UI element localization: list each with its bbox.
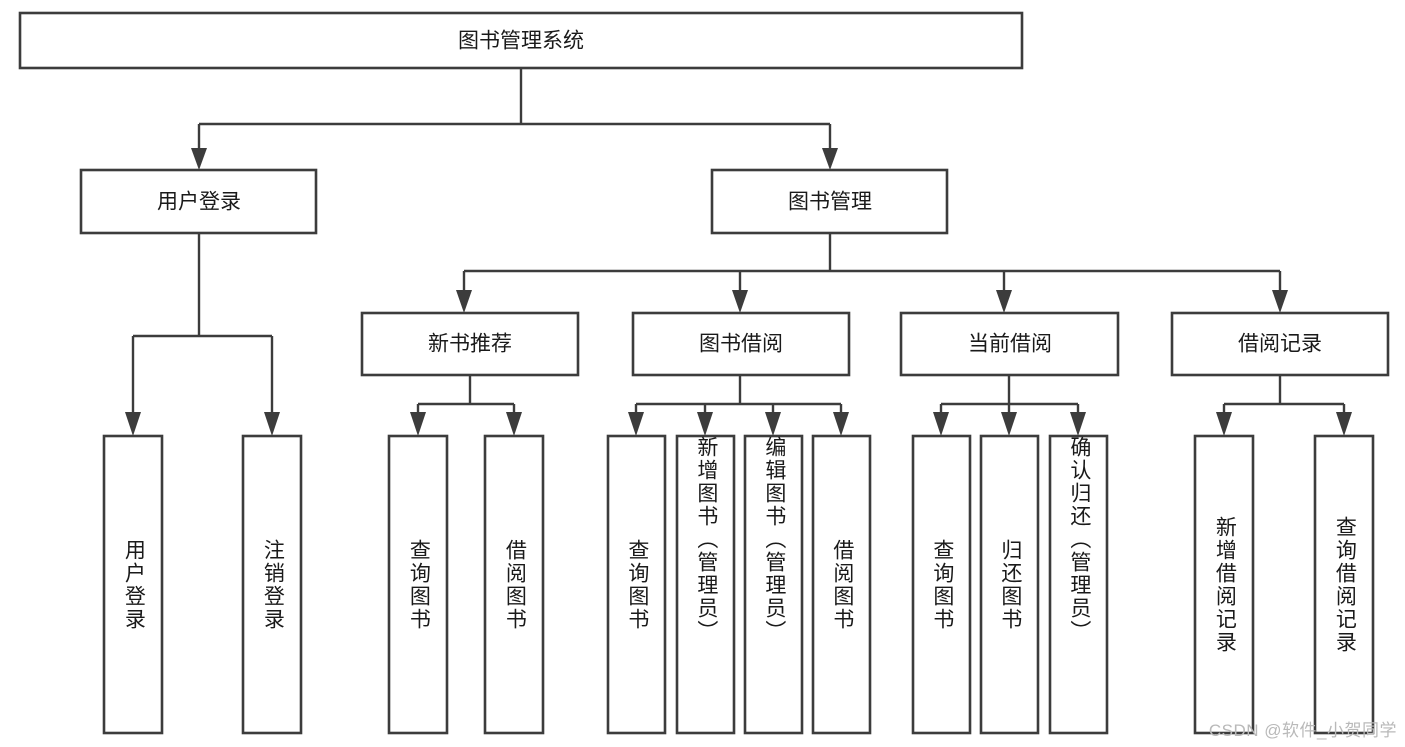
current-borrow-box[interactable] bbox=[899, 311, 1120, 377]
arrow-br-leaf2 bbox=[1336, 412, 1352, 436]
book-manage-box[interactable] bbox=[710, 168, 949, 235]
arrow-book-manage bbox=[822, 148, 838, 170]
node-borrow-record[interactable]: 借阅记录 bbox=[1170, 311, 1390, 377]
connectors-current-borrow-to-leaves bbox=[933, 375, 1086, 436]
leaf-box-cb-return-book[interactable] bbox=[979, 434, 1040, 735]
node-book-manage[interactable]: 图书管理 bbox=[710, 168, 949, 235]
node-new-book-recommend[interactable]: 新书推荐 bbox=[360, 311, 580, 377]
leaf-box-cb-confirm-return[interactable] bbox=[1048, 434, 1109, 735]
new-book-recommend-label: 新书推荐 bbox=[428, 333, 512, 356]
watermark: CSDN @软件_小贺同学 bbox=[1208, 721, 1397, 740]
arrow-bb-leaf3 bbox=[765, 412, 781, 436]
book-borrow-box[interactable] bbox=[631, 311, 851, 377]
arrow-book-borrow bbox=[732, 290, 748, 313]
node-current-borrow[interactable]: 当前借阅 bbox=[899, 311, 1120, 377]
leaf-box-bb-edit-book[interactable] bbox=[743, 434, 804, 735]
leaf-box-br-query-record[interactable] bbox=[1313, 434, 1375, 735]
arrow-new-book bbox=[456, 290, 472, 313]
leaf-boxes-new-book bbox=[387, 434, 545, 735]
leaf-box-bb-borrow-book[interactable] bbox=[811, 434, 872, 735]
arrow-nb-leaf2 bbox=[506, 412, 522, 436]
arrow-borrow-record bbox=[1272, 290, 1288, 313]
book-borrow-label: 图书借阅 bbox=[699, 333, 783, 356]
leaf-box-nb-query-book[interactable] bbox=[387, 434, 449, 735]
leaf-boxes-borrow-record bbox=[1193, 434, 1375, 735]
book-manage-label: 图书管理 bbox=[788, 191, 872, 214]
connectors-new-book-to-leaves bbox=[410, 375, 522, 436]
leaf-box-bb-add-book[interactable] bbox=[675, 434, 736, 735]
leaf-box-nb-borrow-book[interactable] bbox=[483, 434, 545, 735]
arrow-leaf-logout bbox=[264, 412, 280, 436]
arrow-cb-leaf1 bbox=[933, 412, 949, 436]
arrow-bb-leaf2 bbox=[697, 412, 713, 436]
leaf-box-bb-query-book[interactable] bbox=[606, 434, 667, 735]
arrow-br-leaf1 bbox=[1216, 412, 1232, 436]
leaf-boxes-current-borrow bbox=[911, 434, 1109, 735]
leaf-boxes-book-borrow bbox=[606, 434, 872, 735]
borrow-record-box[interactable] bbox=[1170, 311, 1390, 377]
borrow-record-label: 借阅记录 bbox=[1238, 333, 1322, 356]
current-borrow-label: 当前借阅 bbox=[968, 333, 1052, 356]
node-user-login[interactable]: 用户登录 bbox=[79, 168, 318, 235]
user-login-label: 用户登录 bbox=[157, 191, 241, 214]
arrow-nb-leaf1 bbox=[410, 412, 426, 436]
connectors-book-borrow-to-leaves bbox=[628, 375, 849, 436]
leaf-boxes-user-login bbox=[102, 434, 303, 735]
arrow-leaf-user-login bbox=[125, 412, 141, 436]
leaf-box-user-login[interactable] bbox=[102, 434, 164, 735]
arrow-cb-leaf2 bbox=[1001, 412, 1017, 436]
arrow-current-borrow bbox=[996, 290, 1012, 313]
node-book-borrow[interactable]: 图书借阅 bbox=[631, 311, 851, 377]
leaf-box-logout[interactable] bbox=[241, 434, 303, 735]
arrow-bb-leaf4 bbox=[833, 412, 849, 436]
arrow-bb-leaf1 bbox=[628, 412, 644, 436]
connectors-borrow-record-to-leaves bbox=[1216, 375, 1352, 436]
node-root[interactable]: 图书管理系统 bbox=[18, 11, 1024, 70]
leaf-box-br-add-record[interactable] bbox=[1193, 434, 1255, 735]
connectors-book-manage-to-level2 bbox=[456, 233, 1288, 313]
leaf-box-cb-query-book[interactable] bbox=[911, 434, 972, 735]
arrow-user-login bbox=[191, 148, 207, 170]
root-label: 图书管理系统 bbox=[458, 30, 584, 53]
connectors-user-login-to-leaves bbox=[125, 233, 280, 436]
root-box[interactable] bbox=[18, 11, 1024, 70]
arrow-cb-leaf3 bbox=[1070, 412, 1086, 436]
new-book-recommend-box[interactable] bbox=[360, 311, 580, 377]
connectors-root-to-level1 bbox=[191, 68, 838, 170]
user-login-box[interactable] bbox=[79, 168, 318, 235]
